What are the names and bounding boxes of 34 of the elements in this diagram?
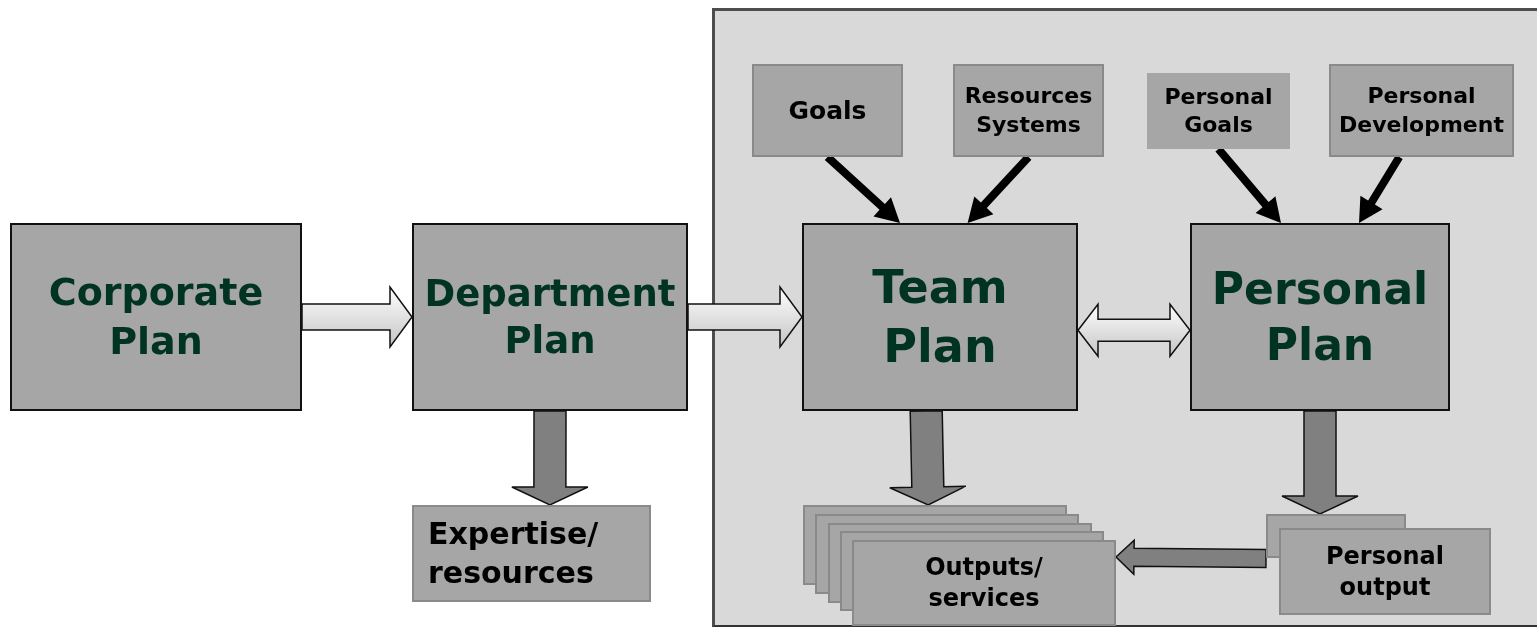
block-arrow [967, 154, 1032, 223]
block-arrow [301, 284, 413, 350]
double-block-arrow [1077, 302, 1191, 359]
plan-box [1190, 223, 1450, 411]
process-box [1147, 73, 1290, 149]
box-label: Outputs/ services [924, 552, 1044, 614]
box-label: Expertise/ resources [428, 515, 600, 592]
process-box [1329, 64, 1514, 157]
stacked-boxes-drawing [1266, 514, 1491, 615]
box-label: Department Plan [423, 270, 677, 364]
panel-background [712, 8, 1537, 627]
box-label: Personal Development [1338, 82, 1505, 139]
box-label: Resources Systems [963, 82, 1094, 139]
process-box [752, 64, 903, 157]
block-arrow [1281, 410, 1359, 515]
process-box [412, 505, 651, 602]
plan-box [802, 223, 1078, 411]
block-arrow [1359, 154, 1403, 223]
block-arrow [687, 284, 803, 350]
box-label: Personal Plan [1210, 261, 1430, 372]
plan-box [10, 223, 302, 411]
box-label: Team Plan [871, 259, 1009, 375]
plan-box [412, 223, 688, 411]
box-label: Goals [788, 94, 867, 127]
block-arrow [1114, 538, 1267, 576]
box-label: Personal output [1325, 540, 1445, 603]
block-arrow [1215, 146, 1281, 223]
block-arrow [889, 409, 967, 506]
block-arrow [511, 410, 589, 506]
stacked-boxes-drawing [803, 505, 1116, 626]
process-box [953, 64, 1104, 157]
block-arrow [824, 154, 900, 223]
box-label: Personal Goals [1163, 82, 1274, 139]
box-label: Corporate Plan [47, 269, 265, 365]
